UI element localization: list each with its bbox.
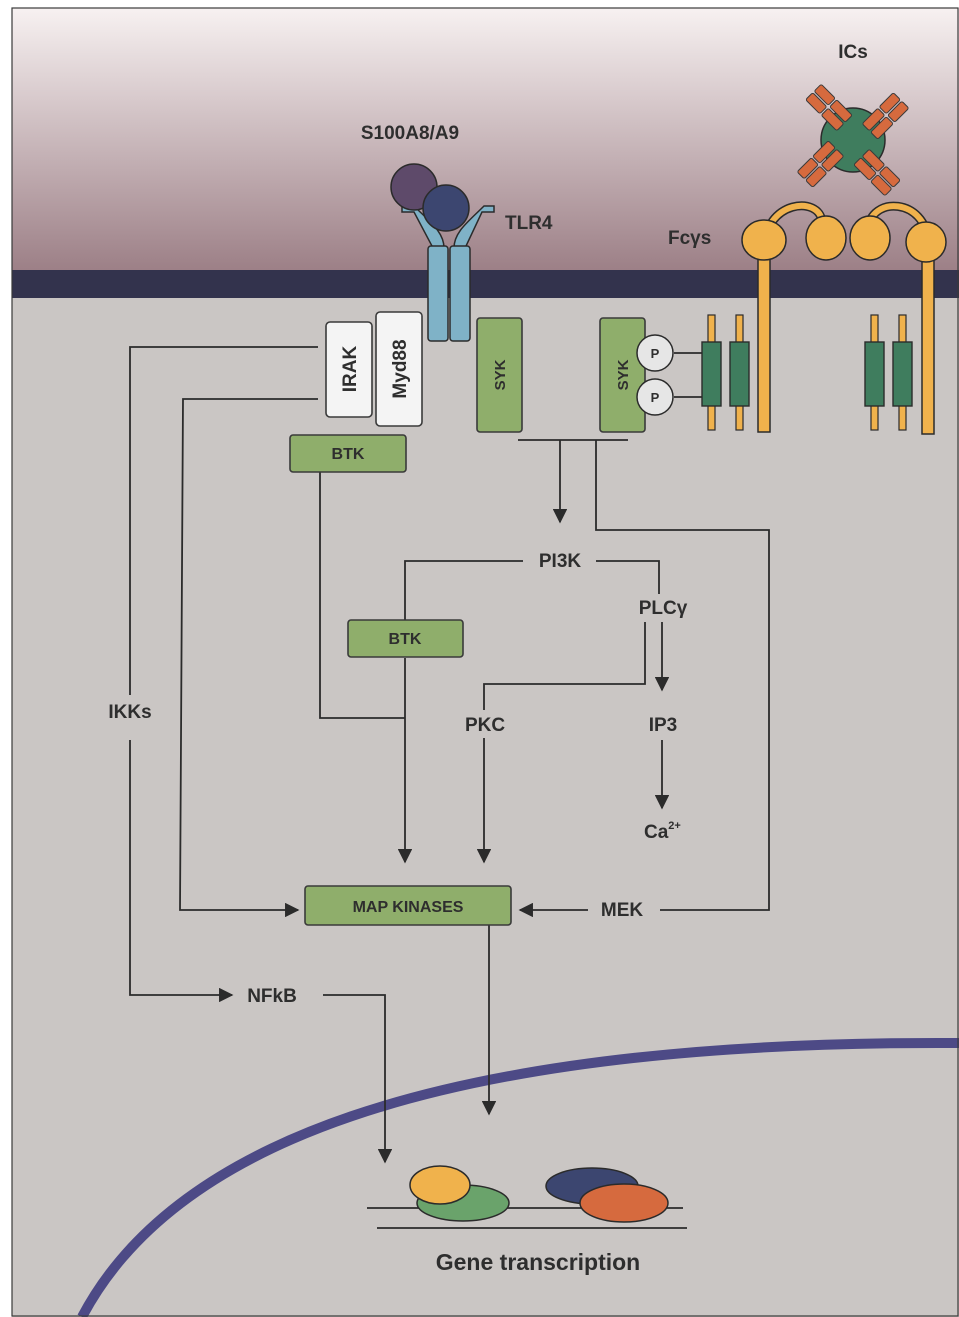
syk-right-box: SYK: [600, 318, 645, 432]
tlr4-label: TLR4: [505, 213, 553, 234]
ip3-label: IP3: [649, 715, 678, 736]
ca-text: Ca: [644, 822, 669, 843]
btk-box-mid: BTK: [348, 620, 463, 657]
map-kinases-label: MAP KINASES: [353, 899, 464, 916]
pkc-label: PKC: [465, 715, 505, 736]
btk-mid-label: BTK: [389, 631, 422, 648]
ca-superscript: 2+: [668, 820, 681, 832]
ikks-label: IKKs: [108, 702, 151, 723]
pi3k-label: PI3K: [539, 551, 582, 572]
nfkb-label: NFkB: [247, 986, 297, 1007]
gene-transcription-label: Gene transcription: [436, 1249, 640, 1275]
irak-label: IRAK: [340, 346, 361, 393]
p2-label: P: [651, 390, 660, 405]
cell-membrane: [12, 270, 959, 298]
plcg-label: PLCγ: [639, 598, 688, 619]
irak-box: IRAK: [326, 322, 372, 417]
phosphate-2: P: [637, 379, 673, 415]
phosphate-1: P: [637, 335, 673, 371]
ics-label: ICs: [838, 42, 868, 63]
btk-box-top: BTK: [290, 435, 406, 472]
fcgr-label: Fcγs: [668, 228, 711, 249]
cytoplasm: [12, 296, 959, 1317]
myd88-box: Myd88: [376, 312, 422, 426]
syk-left-label: SYK: [492, 359, 509, 390]
syk-right-label: SYK: [615, 359, 632, 390]
syk-left-box: SYK: [477, 318, 522, 432]
map-kinases-box: MAP KINASES: [305, 886, 511, 925]
tf-orange: [580, 1184, 668, 1222]
p1-label: P: [651, 346, 660, 361]
tf-yellow: [410, 1166, 470, 1204]
myd88-label: Myd88: [390, 339, 411, 398]
mek-label: MEK: [601, 900, 644, 921]
s100-label: S100A8/A9: [361, 123, 459, 144]
btk-top-label: BTK: [332, 446, 365, 463]
